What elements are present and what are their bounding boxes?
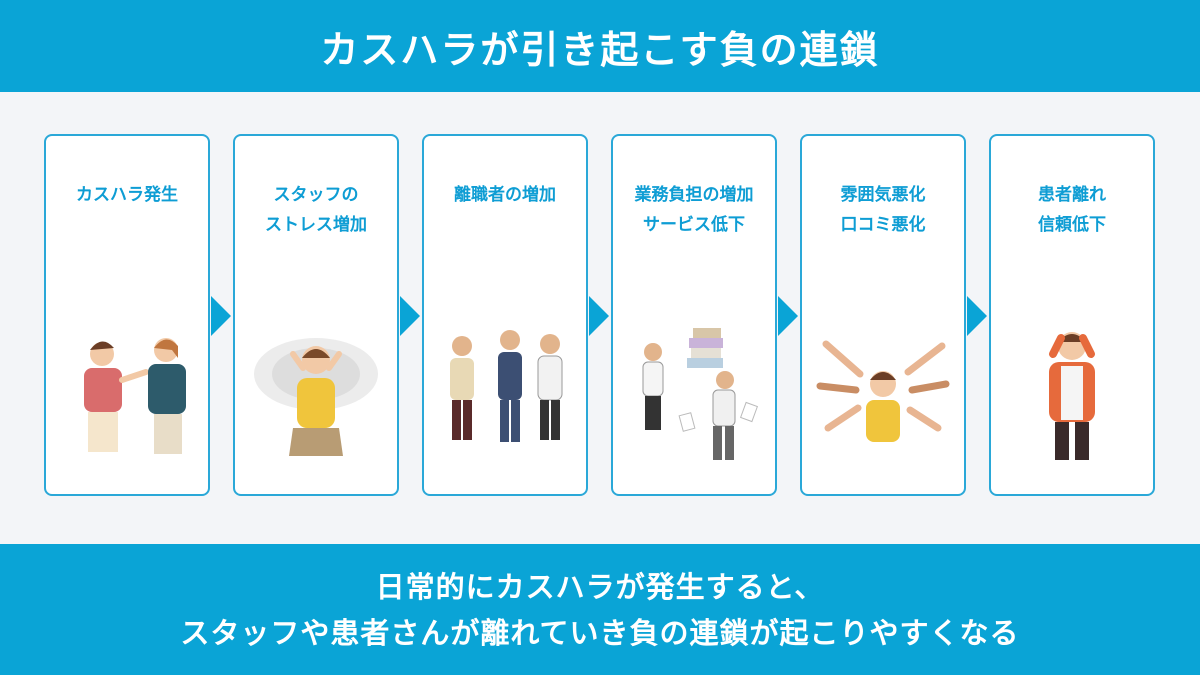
flow-arrow-5	[967, 296, 987, 336]
step-card-5: 雰囲気悪化 口コミ悪化	[800, 134, 966, 496]
step-card-2: スタッフの ストレス増加	[233, 134, 399, 496]
distressed-patient-illustration	[1049, 332, 1095, 460]
step-card-4: 業務負担の増加 サービス低下	[611, 134, 777, 496]
step-label-2: スタッフの ストレス増加	[265, 185, 367, 235]
customer-complaint-illustration	[84, 338, 186, 454]
step-label-3: 離職者の増加	[454, 185, 556, 205]
flow-arrow-4	[778, 296, 798, 336]
step-label-1: カスハラ発生	[76, 185, 178, 205]
overloaded-work-illustration	[642, 328, 759, 460]
pointing-fingers-illustration	[816, 340, 950, 442]
step-label-6: 患者離れ 信頼低下	[1038, 185, 1106, 235]
flow-arrow-3	[589, 296, 609, 336]
step-label-4: 業務負担の増加 サービス低下	[634, 185, 754, 235]
flow-arrow-2	[400, 296, 420, 336]
stressed-staff-illustration	[254, 338, 378, 456]
resignation-illustration	[450, 330, 563, 442]
step-label-5: 雰囲気悪化 口コミ悪化	[840, 185, 926, 235]
step-card-6: 患者離れ 信頼低下	[989, 134, 1155, 496]
flow-arrow-1	[211, 296, 231, 336]
summary-line-2: スタッフや患者さんが離れていき負の連鎖が起こりやすくなる	[180, 615, 1020, 650]
summary-banner: 日常的にカスハラが発生すると、 スタッフや患者さんが離れていき負の連鎖が起こりや…	[0, 544, 1200, 675]
step-card-1: カスハラ発生	[44, 134, 210, 496]
step-card-3: 離職者の増加	[422, 134, 588, 496]
summary-line-1: 日常的にカスハラが発生すると、	[375, 569, 825, 604]
page-title: カスハラが引き起こす負の連鎖	[0, 0, 1200, 92]
